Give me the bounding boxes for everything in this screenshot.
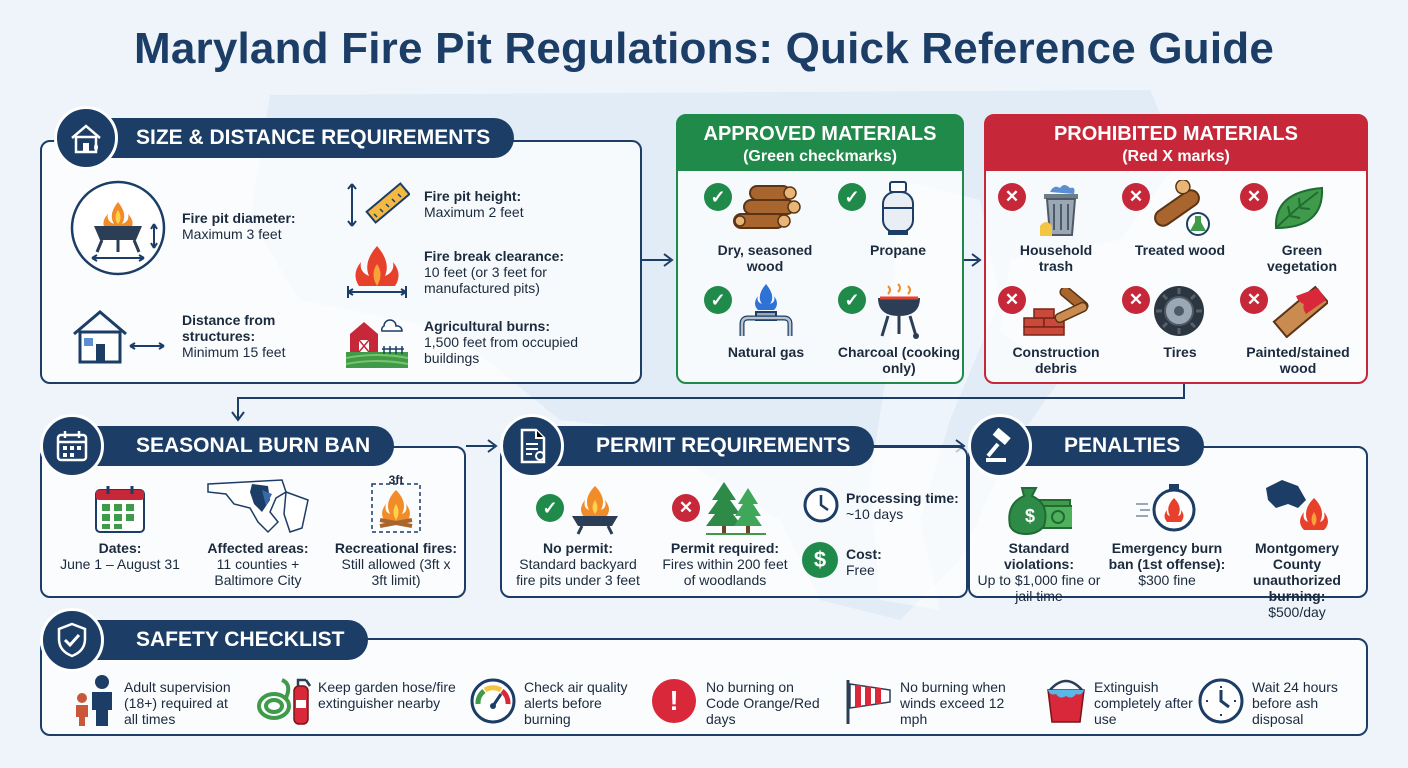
approved-item-wood: Dry, seasoned wood xyxy=(717,242,813,274)
safety-item-ash: Wait 24 hours before ash disposal xyxy=(1252,679,1338,727)
barn-field-icon xyxy=(345,319,409,368)
bricks-icon xyxy=(1023,288,1089,336)
money-bag-icon: $ xyxy=(1008,487,1072,536)
x-mark-icon: ✕ xyxy=(998,286,1026,314)
water-bucket-icon xyxy=(1047,679,1085,723)
gauge-icon xyxy=(470,678,516,724)
safety-item-hose: Keep garden hose/fire extinguisher nearb… xyxy=(318,679,456,711)
check-icon: ✓ xyxy=(838,183,866,211)
fire-pit-diameter-icon xyxy=(70,180,166,276)
shield-check-icon xyxy=(40,608,104,672)
ruler-icon xyxy=(347,182,410,227)
processing-text: Processing time:~10 days xyxy=(846,490,959,522)
permit-heading: PERMIT REQUIREMENTS xyxy=(534,426,875,466)
no-permit-text: No permit:Standard backyard fire pits un… xyxy=(516,540,640,588)
safety-item-code-orange: No burning on Code Orange/Red days xyxy=(706,679,820,727)
approved-header: APPROVED MATERIALS (Green checkmarks) xyxy=(677,115,963,171)
prohibited-item-vegetation: Green vegetation xyxy=(1266,242,1337,274)
prohibited-subheading: (Red X marks) xyxy=(1122,148,1230,165)
approved-item-propane: Propane xyxy=(869,242,926,258)
prohibited-header: PROHIBITED MATERIALS (Red X marks) xyxy=(985,115,1367,171)
leaf-icon xyxy=(1274,186,1324,230)
treated-log-icon xyxy=(1154,180,1210,236)
maryland-map-icon xyxy=(207,479,309,534)
trash-can-icon xyxy=(1040,185,1078,236)
seasonal-heading: SEASONAL BURN BAN xyxy=(74,426,395,466)
windsock-icon xyxy=(846,680,891,724)
check-icon: ✓ xyxy=(536,494,564,522)
x-mark-icon: ✕ xyxy=(998,183,1026,211)
page-title: Maryland Fire Pit Regulations: Quick Ref… xyxy=(133,24,1274,73)
gas-pipe-icon xyxy=(739,284,793,336)
prohibited-item-painted-wood: Painted/stained wood xyxy=(1246,344,1350,376)
check-icon: ✓ xyxy=(704,286,732,314)
fire-pit-icon xyxy=(572,486,618,535)
house-fire-icon xyxy=(54,106,118,170)
x-mark-icon: ✕ xyxy=(1240,183,1268,211)
calendar-grid-icon xyxy=(95,486,145,533)
x-mark-icon: ✕ xyxy=(672,494,700,522)
forest-icon xyxy=(706,482,766,535)
firewood-icon xyxy=(733,185,801,229)
three-foot-badge: 3ft xyxy=(388,473,404,487)
prohibited-item-trash: Household trash xyxy=(1019,242,1093,274)
x-mark-icon: ✕ xyxy=(1122,286,1150,314)
safety-item-winds: No burning when winds exceed 12 mph xyxy=(900,679,1006,727)
safety-item-supervision: Adult supervision (18+) required at all … xyxy=(124,679,231,727)
approved-subheading: (Green checkmarks) xyxy=(743,148,897,165)
prohibited-item-treated-wood: Treated wood xyxy=(1134,242,1226,258)
dollar-icon: $ xyxy=(802,542,838,578)
fire-break-icon xyxy=(347,246,407,298)
approved-item-natural-gas: Natural gas xyxy=(727,344,805,360)
x-mark-icon: ✕ xyxy=(1240,286,1268,314)
prohibited-item-tires: Tires xyxy=(1163,344,1197,360)
house-distance-icon xyxy=(73,310,165,364)
prohibited-item-debris: Construction debris xyxy=(1012,344,1100,376)
document-icon xyxy=(500,414,564,478)
x-mark-icon: ✕ xyxy=(1122,183,1150,211)
permit-required-text: Permit required:Fires within 200 feet of… xyxy=(662,540,788,588)
tire-icon xyxy=(1154,286,1204,336)
check-icon: ✓ xyxy=(838,286,866,314)
ban-recreational: Recreational fires:Still allowed (3ft x … xyxy=(334,540,458,588)
agricultural-text: Agricultural burns:1,500 feet from occup… xyxy=(424,318,579,366)
timer-fire-icon xyxy=(1136,484,1196,532)
prohibited-heading: PROHIBITED MATERIALS xyxy=(1053,123,1299,145)
painted-board-icon xyxy=(1272,285,1328,338)
alert-icon: ! xyxy=(652,679,696,723)
cost-text: Cost:Free xyxy=(846,546,882,578)
adult-child-icon xyxy=(76,675,112,726)
diameter-text: Fire pit diameter:Maximum 3 feet xyxy=(182,210,296,242)
safety-heading: SAFETY CHECKLIST xyxy=(74,620,369,660)
calendar-icon xyxy=(40,414,104,478)
stopwatch-icon xyxy=(803,487,839,523)
emergency-ban-text: Emergency burn ban (1st offense):$300 fi… xyxy=(1108,540,1226,588)
propane-tank-icon xyxy=(882,181,914,235)
height-text: Fire pit height:Maximum 2 feet xyxy=(424,188,524,220)
penalties-heading: PENALTIES xyxy=(1002,426,1205,466)
grill-icon xyxy=(878,283,920,339)
svg-text:$: $ xyxy=(1025,506,1035,526)
gavel-icon xyxy=(968,414,1032,478)
ban-dates: Dates:June 1 – August 31 xyxy=(60,540,180,572)
standard-violation-text: Standard violations:Up to $1,000 fine or… xyxy=(977,540,1101,604)
campfire-icon xyxy=(371,483,421,533)
ban-areas: Affected areas:11 counties + Baltimore C… xyxy=(207,540,309,588)
clearance-text: Fire break clearance:10 feet (or 3 feet … xyxy=(424,248,565,296)
size-distance-heading: SIZE & DISTANCE REQUIREMENTS xyxy=(74,118,515,158)
approved-heading: APPROVED MATERIALS xyxy=(703,123,937,145)
montgomery-text: Montgomery County unauthorized burning:$… xyxy=(1253,540,1341,620)
safety-item-air-quality: Check air quality alerts before burning xyxy=(524,679,628,727)
hose-extinguisher-icon xyxy=(257,678,312,725)
safety-item-extinguish: Extinguish completely after use xyxy=(1094,679,1193,727)
clock-icon xyxy=(1198,678,1244,724)
approved-item-charcoal: Charcoal (cooking only) xyxy=(837,344,961,376)
county-fire-icon xyxy=(1266,480,1328,530)
structures-text: Distance from structures:Minimum 15 feet xyxy=(182,312,286,360)
check-icon: ✓ xyxy=(704,183,732,211)
